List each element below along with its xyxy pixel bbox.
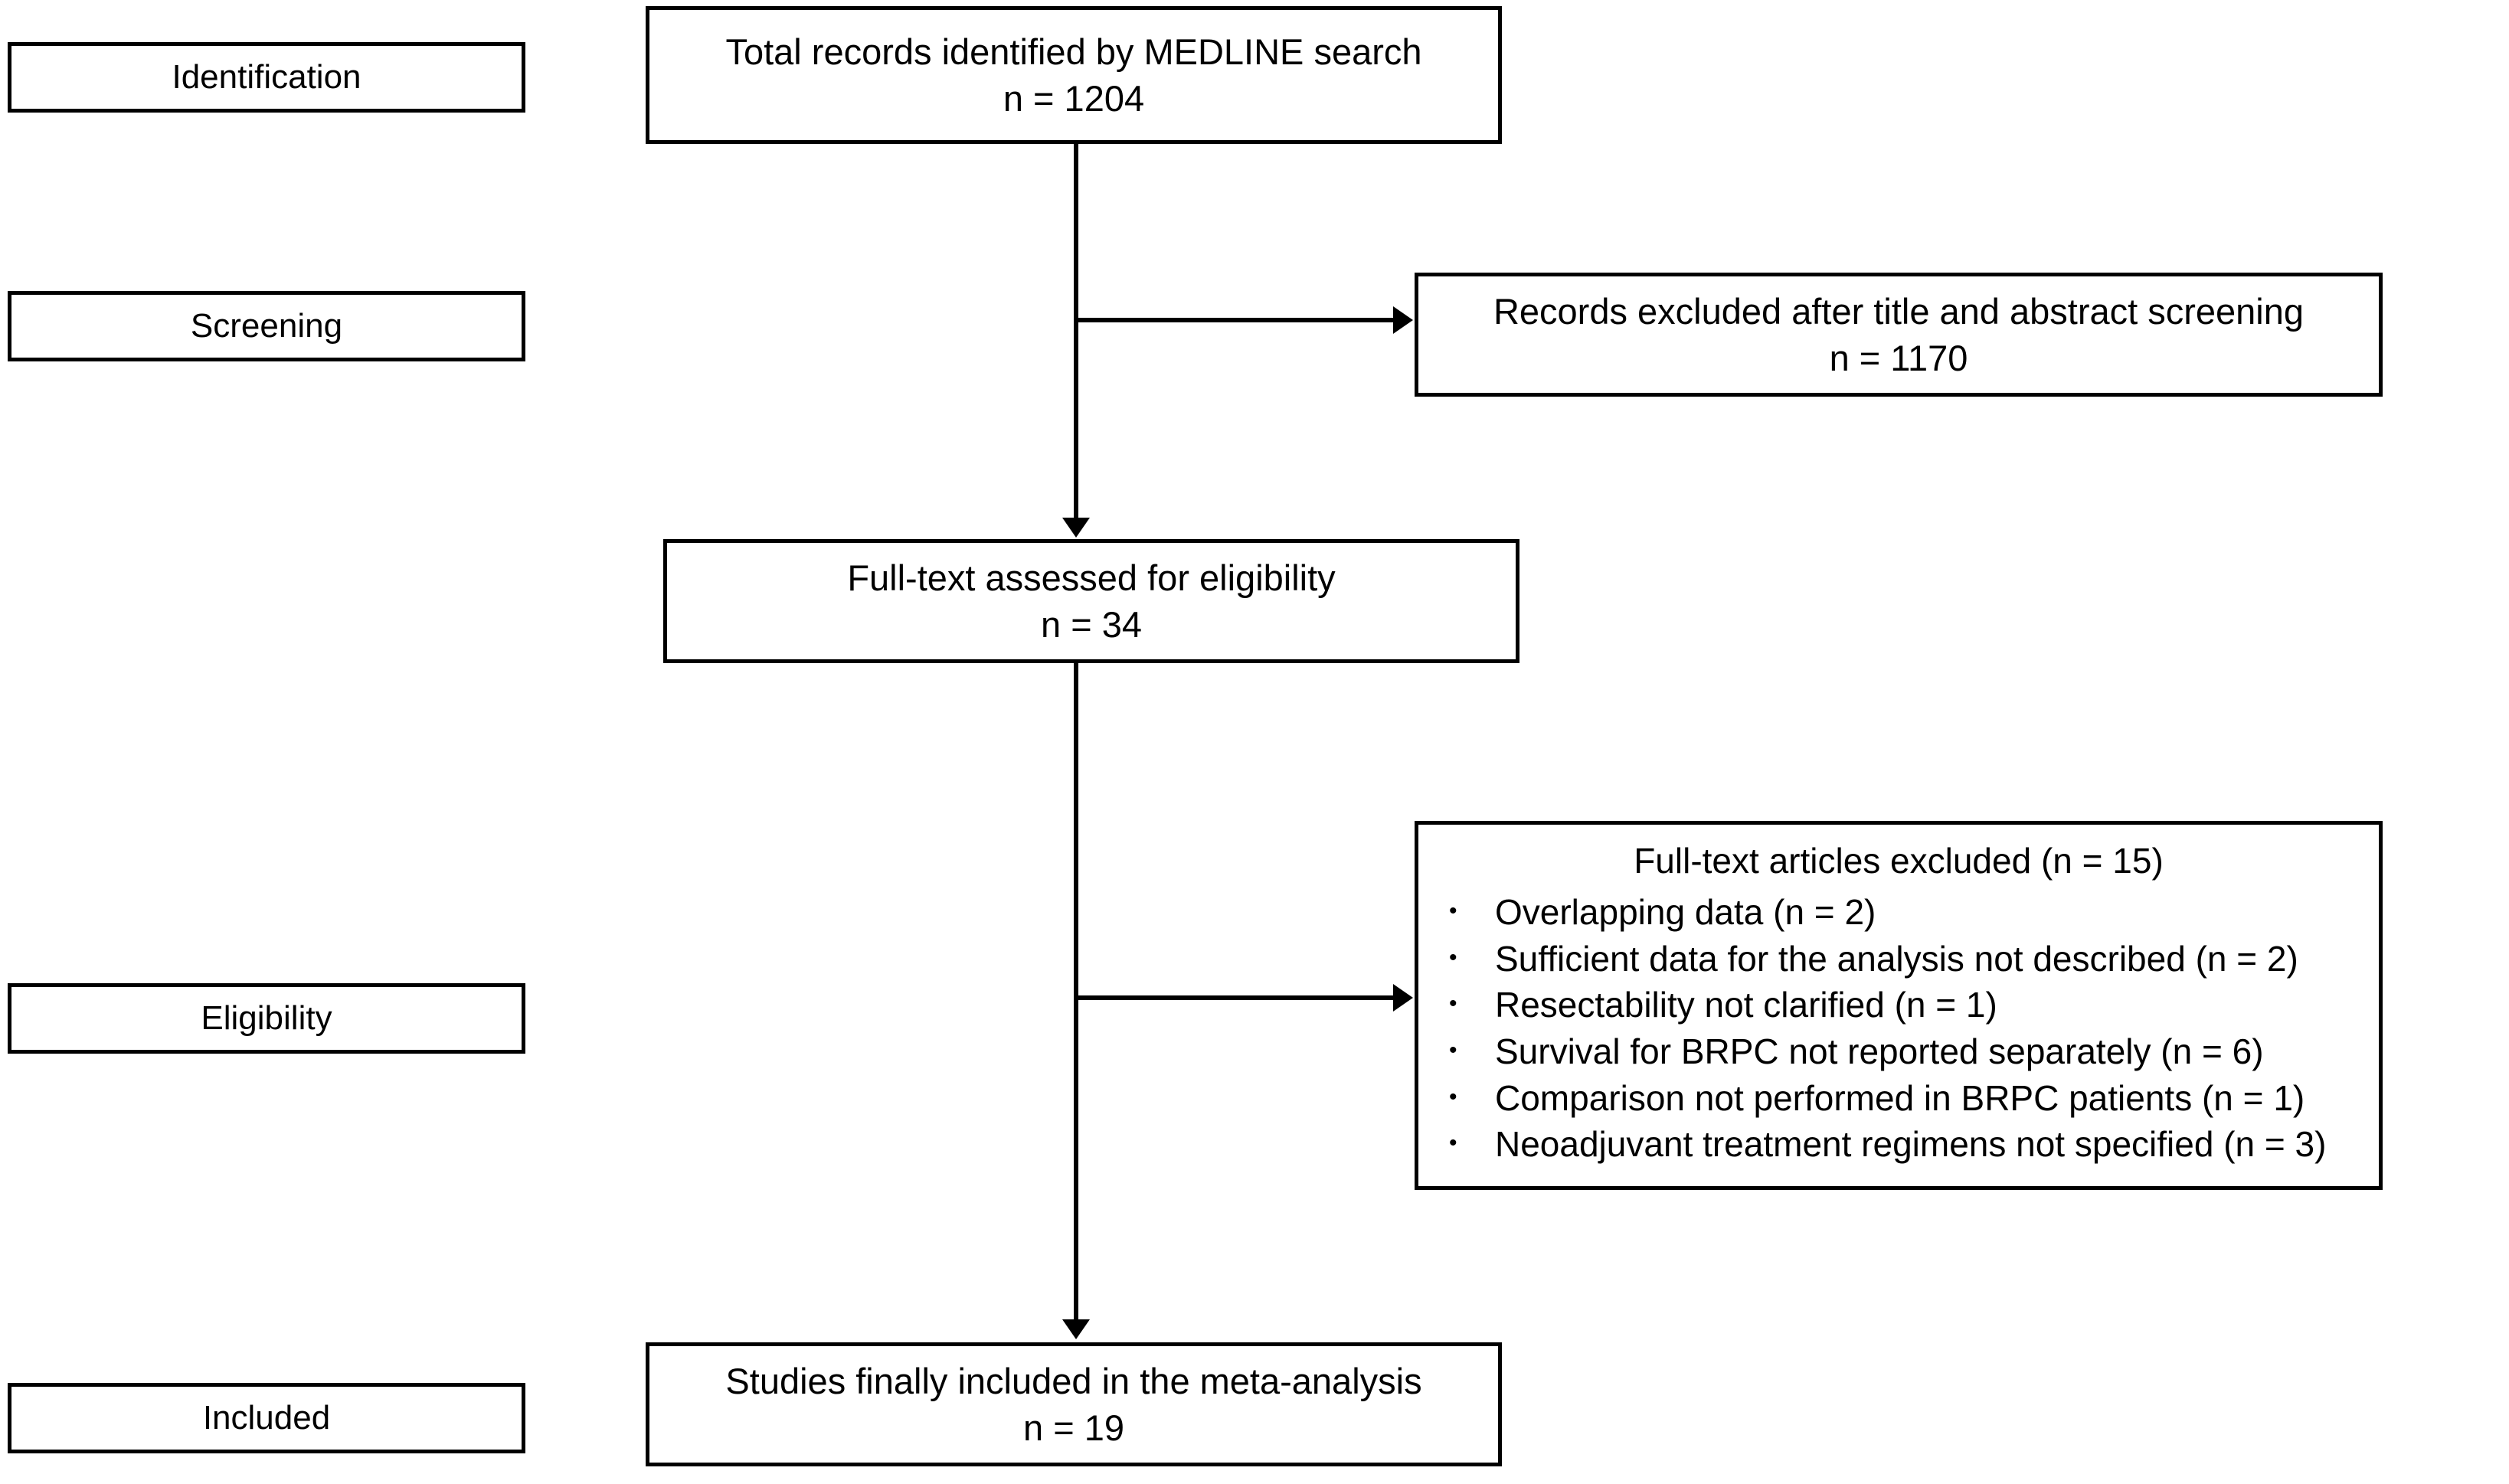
list-item: • Survival for BRPC not reported separat…: [1435, 1028, 2362, 1075]
stage-label-identification: Identification: [8, 42, 525, 113]
node-records-identified: Total records identified by MEDLINE sear…: [646, 6, 1502, 144]
arrowhead-down-to-fulltext: [1062, 518, 1090, 538]
list-item: • Resectability not clarified (n = 1): [1435, 982, 2362, 1028]
node-records-excluded-screening: Records excluded after title and abstrac…: [1415, 273, 2383, 397]
node-studies-included-line1: Studies finally included in the meta-ana…: [725, 1360, 1422, 1401]
node-fulltext-assessed-line1: Full-text assessed for eligibility: [847, 557, 1336, 598]
connector-fulltext-to-included: [1074, 663, 1078, 1321]
stage-label-eligibility: Eligibility: [8, 983, 525, 1054]
exclusion-reason-text: Comparison not performed in BRPC patient…: [1495, 1077, 2305, 1118]
bullet-icon: •: [1449, 1130, 1457, 1156]
stage-label-screening-text: Screening: [190, 307, 343, 345]
node-records-excluded-screening-count: n = 1170: [1829, 338, 1968, 378]
bullet-icon: •: [1449, 1037, 1457, 1063]
arrowhead-right-to-screening-excluded: [1393, 306, 1413, 334]
stage-label-included-text: Included: [202, 1399, 331, 1437]
arrowhead-down-to-included: [1062, 1319, 1090, 1339]
connector-identified-to-fulltext: [1074, 144, 1078, 519]
exclusion-reason-text: Neoadjuvant treatment regimens not speci…: [1495, 1124, 2327, 1165]
exclusion-reason-text: Resectability not clarified (n = 1): [1495, 985, 1997, 1025]
list-item: • Sufficient data for the analysis not d…: [1435, 936, 2362, 982]
connector-branch-screening-excluded: [1074, 318, 1393, 322]
node-records-excluded-screening-line1: Records excluded after title and abstrac…: [1493, 290, 2305, 332]
stage-label-screening: Screening: [8, 291, 525, 361]
list-item: • Overlapping data (n = 2): [1435, 889, 2362, 936]
stage-label-identification-text: Identification: [172, 58, 361, 96]
bullet-icon: •: [1449, 897, 1457, 923]
arrowhead-right-to-fulltext-excluded: [1393, 984, 1413, 1012]
node-fulltext-excluded: Full-text articles excluded (n = 15) • O…: [1415, 821, 2383, 1190]
stage-label-eligibility-text: Eligibility: [201, 999, 332, 1038]
exclusion-reason-list: • Overlapping data (n = 2) • Sufficient …: [1435, 889, 2362, 1168]
exclusion-reason-text: Sufficient data for the analysis not des…: [1495, 938, 2298, 979]
exclusion-reason-text: Overlapping data (n = 2): [1495, 891, 1876, 932]
list-item: • Neoadjuvant treatment regimens not spe…: [1435, 1121, 2362, 1168]
node-fulltext-excluded-title: Full-text articles excluded (n = 15): [1634, 841, 2164, 881]
bullet-icon: •: [1449, 944, 1457, 970]
node-records-identified-line1: Total records identified by MEDLINE sear…: [725, 31, 1422, 72]
bullet-icon: •: [1449, 991, 1457, 1017]
bullet-icon: •: [1449, 1084, 1457, 1110]
list-item: • Comparison not performed in BRPC patie…: [1435, 1075, 2362, 1122]
exclusion-reason-text: Survival for BRPC not reported separatel…: [1495, 1031, 2264, 1071]
node-studies-included-count: n = 19: [1023, 1407, 1124, 1448]
node-records-identified-count: n = 1204: [1003, 78, 1145, 119]
node-studies-included: Studies finally included in the meta-ana…: [646, 1342, 1502, 1466]
node-fulltext-assessed: Full-text assessed for eligibility n = 3…: [663, 539, 1519, 663]
connector-branch-fulltext-excluded: [1074, 995, 1393, 1000]
stage-label-included: Included: [8, 1383, 525, 1453]
node-fulltext-assessed-count: n = 34: [1041, 604, 1142, 645]
